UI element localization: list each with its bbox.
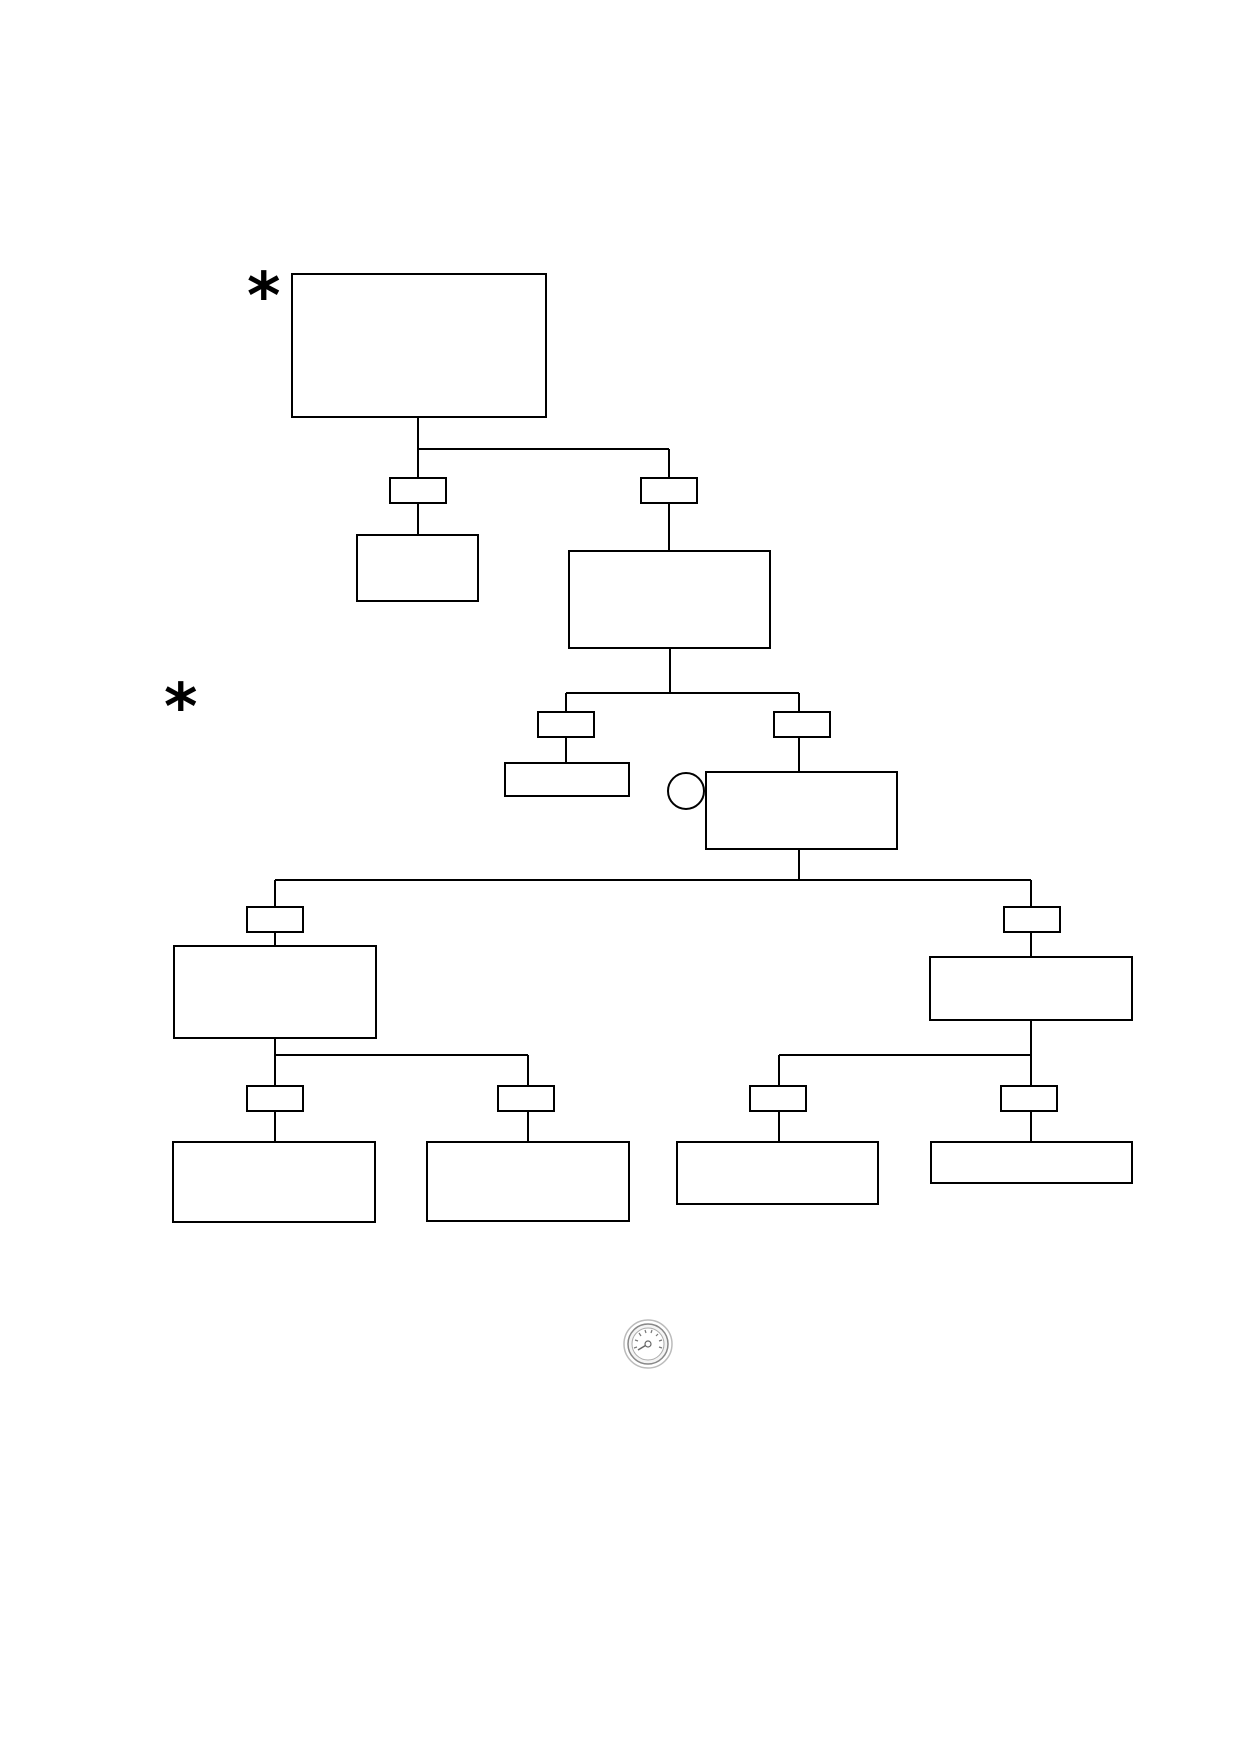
leaf-d-right-box: [426, 1141, 630, 1222]
edge-label-box-e-left: [749, 1085, 807, 1112]
edge-label-box-root-right: [640, 477, 698, 504]
connector-node-d-bus: [274, 1038, 529, 1086]
leaf-e-right-box: [930, 1141, 1133, 1184]
edge-label-box-b-right: [773, 711, 831, 738]
asterisk-marker-top: *: [247, 260, 280, 334]
edge-label-box-e-right: [1000, 1085, 1058, 1112]
edge-label-box-d-right: [497, 1085, 555, 1112]
connector-node-b-bus: [565, 649, 800, 712]
node-a-box: [356, 534, 479, 602]
nodes: [172, 273, 1133, 1223]
edge-label-box-d-left: [246, 1085, 304, 1112]
node-c-box: [705, 771, 898, 850]
connector-node-c-bus: [274, 849, 1032, 907]
edge-label-box-root-left: [389, 477, 447, 504]
edge-label-box-c-left: [246, 906, 304, 933]
edge-label-box-b-left: [537, 711, 595, 738]
connector-root-bus: [417, 416, 670, 478]
edge-label-box-c-right: [1003, 906, 1061, 933]
node-b-box: [568, 550, 771, 649]
leaf-e-left-box: [676, 1141, 879, 1205]
node-e-box: [929, 956, 1133, 1021]
root-node-box: [291, 273, 547, 418]
node-b-left-leaf-box: [504, 762, 630, 797]
asterisk-marker-middle: *: [164, 671, 197, 745]
connectors: [274, 416, 1032, 1142]
node-d-box: [173, 945, 377, 1039]
leaf-d-left-box: [172, 1141, 376, 1223]
circle-icon: [667, 772, 705, 810]
speedometer-icon: [623, 1319, 673, 1369]
connector-node-e-bus: [778, 1020, 1032, 1086]
